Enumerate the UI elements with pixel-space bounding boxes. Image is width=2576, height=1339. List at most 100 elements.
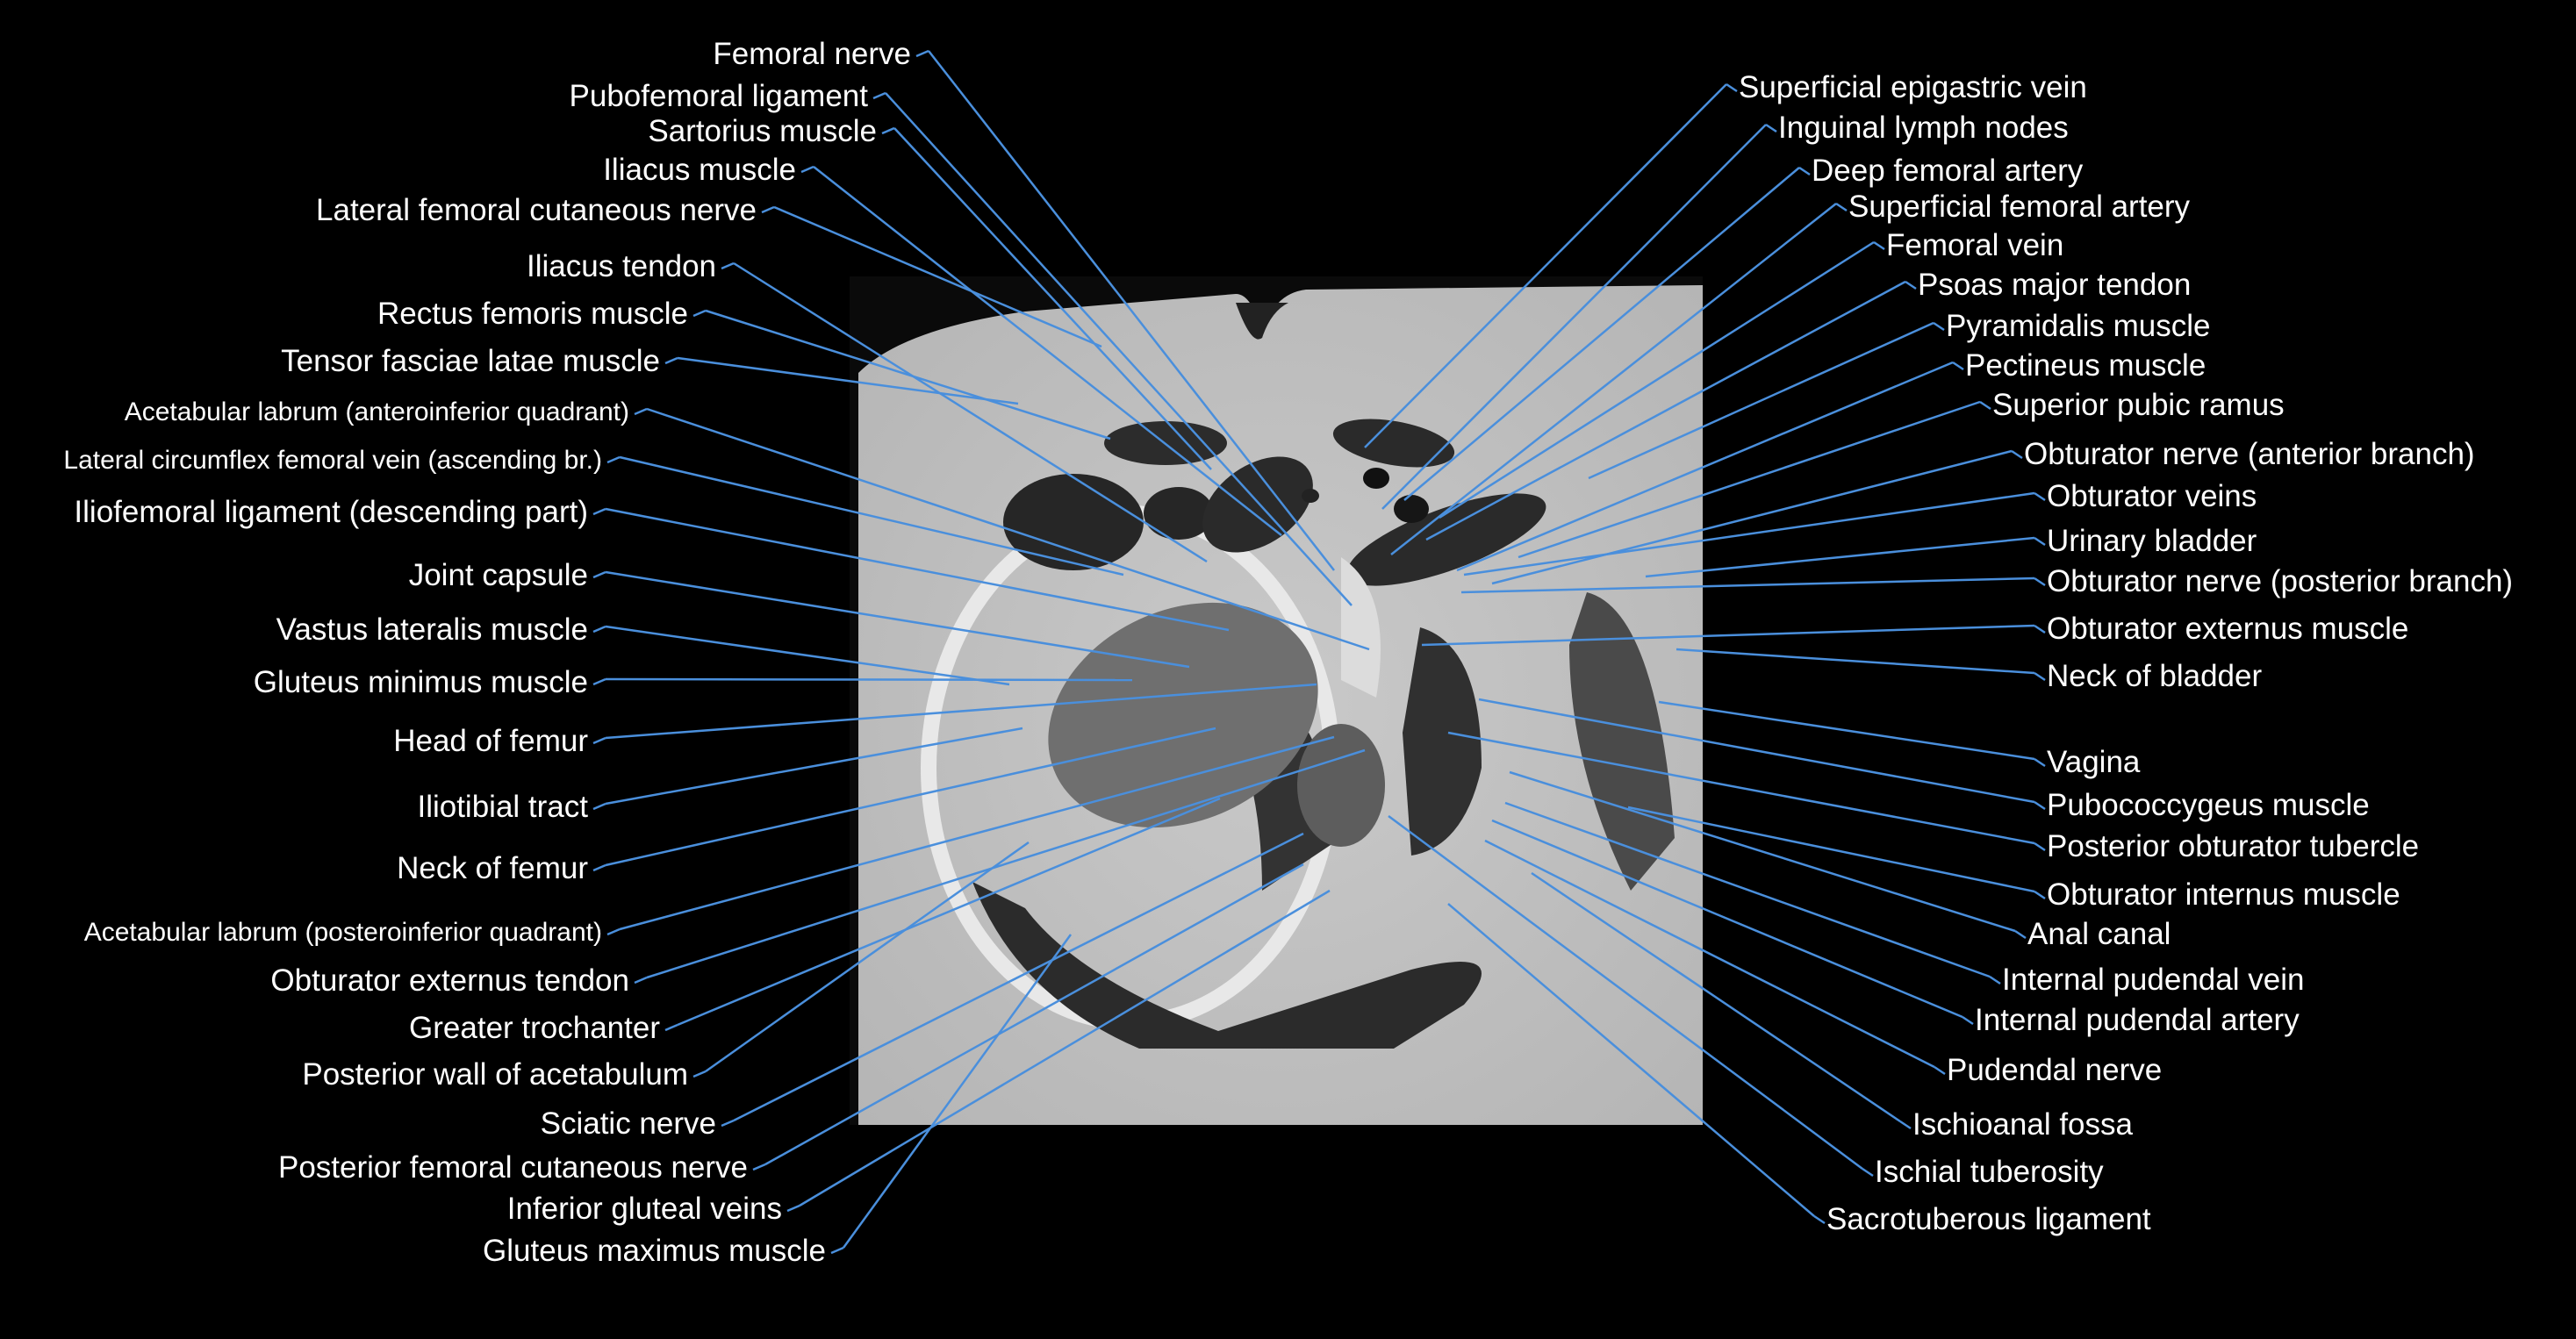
- leader-line-neck-of-femur: [605, 727, 1216, 867]
- leader-line-lateral-circumflex-femoral-vein-ascending-br: [619, 455, 1124, 576]
- label-anal-canal: Anal canal: [2027, 917, 2171, 951]
- label-gluteus-maximus-muscle: Gluteus maximus muscle: [483, 1234, 826, 1268]
- leader-tick-psoas-major-tendon: [1905, 280, 1917, 290]
- leader-tick-iliacus-tendon: [721, 261, 735, 270]
- leader-tick-iliacus-muscle: [800, 165, 814, 174]
- leader-tick-greater-trochanter: [664, 1023, 678, 1032]
- leader-tick-head-of-femur: [592, 736, 606, 745]
- leader-tick-joint-capsule: [592, 570, 606, 579]
- leader-line-obturator-externus-muscle: [1421, 624, 2035, 647]
- leader-line-obturator-internus-muscle: [1627, 806, 2035, 893]
- leader-tick-femoral-vein: [1873, 240, 1885, 251]
- label-sacrotuberous-ligament: Sacrotuberous ligament: [1826, 1202, 2151, 1236]
- label-femoral-vein: Femoral vein: [1886, 228, 2064, 262]
- leader-tick-gluteus-minimus-muscle: [592, 677, 606, 686]
- leader-tick-gluteus-maximus-muscle: [830, 1246, 844, 1255]
- label-obturator-externus-tendon: Obturator externus tendon: [270, 963, 629, 998]
- leader-line-inferior-gluteal-veins: [799, 889, 1331, 1207]
- label-internal-pudendal-vein: Internal pudendal vein: [2002, 963, 2305, 997]
- label-posterior-wall-of-acetabulum: Posterior wall of acetabulum: [302, 1057, 688, 1092]
- leader-tick-internal-pudendal-vein: [1989, 975, 2001, 985]
- label-iliacus-tendon: Iliacus tendon: [527, 249, 716, 283]
- leader-line-sciatic-nerve: [733, 832, 1304, 1122]
- label-obturator-nerve-anterior-branch: Obturator nerve (anterior branch): [2024, 437, 2475, 471]
- leader-tick-internal-pudendal-artery: [1962, 1015, 1974, 1026]
- label-head-of-femur: Head of femur: [393, 724, 588, 758]
- leader-line-obturator-nerve-anterior-branch: [1491, 449, 2013, 585]
- label-psoas-major-tendon: Psoas major tendon: [1918, 268, 2192, 302]
- leader-tick-posterior-wall-of-acetabulum: [692, 1070, 707, 1078]
- leader-line-obturator-nerve-posterior-branch: [1460, 576, 2035, 594]
- leader-tick-ischioanal-fossa: [1899, 1120, 1912, 1130]
- leader-line-inguinal-lymph-nodes: [1381, 124, 1767, 510]
- leader-tick-sartorius-muscle: [881, 126, 895, 135]
- label-posterior-femoral-cutaneous-nerve: Posterior femoral cutaneous nerve: [278, 1150, 748, 1185]
- leader-tick-superficial-femoral-artery: [1835, 202, 1848, 212]
- leader-tick-vastus-lateralis-muscle: [592, 625, 606, 634]
- leader-line-acetabular-labrum-anteroinferior-quadrant: [646, 407, 1370, 651]
- label-inferior-gluteal-veins: Inferior gluteal veins: [506, 1192, 782, 1226]
- leader-line-pectineus-muscle: [1456, 361, 1954, 572]
- leader-line-pubococcygeus-muscle: [1478, 698, 2035, 804]
- leader-line-sartorius-muscle: [893, 127, 1212, 470]
- leader-line-internal-pudendal-vein: [1504, 801, 1991, 978]
- leader-tick-pubofemoral-ligament: [872, 91, 886, 100]
- leader-tick-pyramidalis-muscle: [1933, 321, 1945, 332]
- leader-line-iliacus-tendon: [733, 261, 1208, 563]
- leader-tick-neck-of-bladder: [2034, 671, 2046, 682]
- label-iliofemoral-ligament-descending-part: Iliofemoral ligament (descending part): [74, 495, 588, 529]
- label-deep-femoral-artery: Deep femoral artery: [1812, 154, 2084, 188]
- label-neck-of-bladder: Neck of bladder: [2047, 659, 2263, 693]
- label-vagina: Vagina: [2047, 745, 2141, 779]
- leader-line-posterior-femoral-cutaneous-nerve: [764, 863, 1304, 1166]
- leader-line-ischioanal-fossa: [1531, 871, 1901, 1123]
- leader-tick-posterior-obturator-tubercle: [2034, 841, 2046, 852]
- leader-tick-acetabular-labrum-posteroinferior-quadrant: [606, 927, 621, 936]
- label-femoral-nerve: Femoral nerve: [713, 37, 911, 71]
- label-iliotibial-tract: Iliotibial tract: [417, 790, 588, 824]
- label-superficial-epigastric-vein: Superficial epigastric vein: [1739, 70, 2087, 104]
- leader-line-gluteus-maximus-muscle: [842, 934, 1073, 1249]
- label-gluteus-minimus-muscle: Gluteus minimus muscle: [253, 665, 588, 699]
- leader-line-internal-pudendal-artery: [1491, 819, 1963, 1019]
- label-obturator-externus-muscle: Obturator externus muscle: [2047, 612, 2409, 646]
- label-obturator-internus-muscle: Obturator internus muscle: [2047, 877, 2400, 912]
- leader-line-pyramidalis-muscle: [1588, 321, 1934, 480]
- label-joint-capsule: Joint capsule: [408, 558, 588, 592]
- label-sciatic-nerve: Sciatic nerve: [540, 1106, 716, 1141]
- label-lateral-femoral-cutaneous-nerve: Lateral femoral cutaneous nerve: [316, 193, 757, 227]
- mri-image-graphic: [850, 276, 1703, 1125]
- leader-tick-anal-canal: [2014, 929, 2027, 940]
- leader-line-anal-canal: [1509, 770, 2016, 933]
- label-superior-pubic-ramus: Superior pubic ramus: [1992, 388, 2285, 422]
- label-lateral-circumflex-femoral-vein-ascending-br: Lateral circumflex femoral vein (ascendi…: [63, 446, 602, 475]
- leader-tick-superior-pubic-ramus: [1979, 400, 1991, 411]
- leader-line-vagina: [1658, 700, 2035, 761]
- leader-line-femoral-nerve: [928, 50, 1335, 571]
- leader-tick-inferior-gluteal-veins: [786, 1204, 800, 1213]
- leader-tick-superficial-epigastric-vein: [1726, 82, 1738, 93]
- label-rectus-femoris-muscle: Rectus femoris muscle: [377, 297, 688, 331]
- leader-line-pubofemoral-ligament: [885, 92, 1353, 606]
- leader-line-obturator-externus-tendon: [646, 748, 1366, 979]
- label-vastus-lateralis-muscle: Vastus lateralis muscle: [276, 612, 588, 647]
- leader-line-pudendal-nerve: [1484, 839, 1935, 1069]
- label-tensor-fasciae-latae-muscle: Tensor fasciae latae muscle: [281, 344, 660, 378]
- leader-line-posterior-obturator-tubercle: [1447, 731, 2035, 845]
- leader-line-head-of-femur: [605, 683, 1317, 740]
- leader-tick-obturator-veins: [2034, 491, 2046, 502]
- leader-line-femoral-vein: [1439, 240, 1875, 519]
- leader-line-ischial-tuberosity: [1388, 814, 1863, 1171]
- leader-line-greater-trochanter: [677, 797, 1221, 1027]
- leader-tick-pectineus-muscle: [1952, 361, 1964, 371]
- mri-axial-pelvis-image: [850, 276, 1703, 1125]
- leader-line-vastus-lateralis-muscle: [605, 625, 1010, 686]
- leader-tick-sacrotuberous-ligament: [1813, 1214, 1826, 1225]
- leader-line-superficial-femoral-artery: [1390, 203, 1837, 555]
- leader-tick-vagina: [2034, 757, 2046, 768]
- label-inguinal-lymph-nodes: Inguinal lymph nodes: [1778, 111, 2069, 145]
- leader-tick-deep-femoral-artery: [1798, 166, 1811, 176]
- label-posterior-obturator-tubercle: Posterior obturator tubercle: [2047, 829, 2420, 863]
- leader-line-gluteus-minimus-muscle: [605, 677, 1133, 682]
